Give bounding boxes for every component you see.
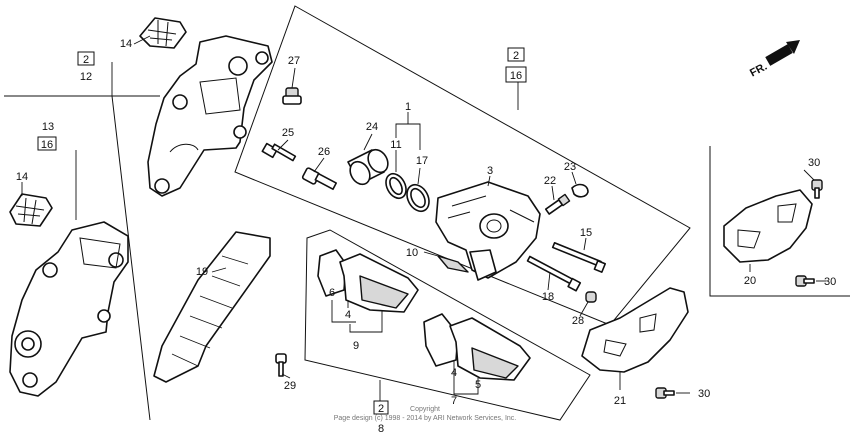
leader-lines bbox=[21, 35, 826, 402]
callout-2-upper-bracket: 2 bbox=[83, 54, 89, 66]
part-18-pad-pin bbox=[526, 255, 582, 292]
callout-22: 22 bbox=[544, 175, 556, 187]
part-13-caliper-bracket-lower bbox=[9, 221, 129, 397]
callout-1: 1 bbox=[405, 101, 411, 113]
callout-30-bottom: 30 bbox=[698, 388, 710, 400]
boxed-callouts: 2 16 2 16 2 bbox=[37, 47, 527, 415]
copyright-notice: Copyright Page design (c) 1998 - 2014 by… bbox=[334, 406, 517, 422]
callout-26: 26 bbox=[318, 146, 330, 158]
copyright-line-1: Copyright bbox=[410, 406, 440, 413]
part-26-pin-bolt bbox=[301, 167, 338, 191]
callout-20: 20 bbox=[744, 275, 756, 287]
callout-14-lower: 14 bbox=[16, 171, 28, 183]
callout-21: 21 bbox=[614, 395, 626, 407]
part-30-bolt-bottom bbox=[655, 387, 675, 399]
callout-16-caliper: 16 bbox=[510, 70, 522, 82]
callout-25: 25 bbox=[282, 127, 294, 139]
part-20-disc-guard bbox=[723, 189, 813, 263]
part-25-pin-bolt bbox=[261, 142, 297, 162]
callout-4-lower: 4 bbox=[451, 367, 457, 379]
callout-28: 28 bbox=[572, 315, 584, 327]
copyright-line-2: Page design (c) 1998 - 2014 by ARI Netwo… bbox=[334, 415, 517, 422]
part-14-pad-spring-lower bbox=[9, 193, 53, 227]
callout-23: 23 bbox=[564, 161, 576, 173]
brake-pad-set-lower bbox=[423, 313, 531, 381]
callout-13: 13 bbox=[42, 121, 54, 133]
callout-2-caliper: 2 bbox=[513, 50, 519, 62]
callout-3: 3 bbox=[487, 165, 493, 177]
part-30-bolt-mid-right bbox=[795, 275, 815, 287]
part-23-bleeder-cap bbox=[571, 183, 589, 198]
callout-30-mid-right: 30 bbox=[824, 276, 836, 288]
callout-30-top-right: 30 bbox=[808, 157, 820, 169]
part-number-callouts: 14 12 13 14 27 25 26 24 1 11 17 3 23 22 … bbox=[16, 38, 836, 435]
callout-15: 15 bbox=[580, 227, 592, 239]
front-direction-arrow: FR. bbox=[748, 40, 800, 80]
callout-8: 8 bbox=[378, 423, 384, 435]
callout-6: 6 bbox=[329, 287, 335, 299]
part-14-pad-spring-top bbox=[139, 17, 187, 49]
callout-18: 18 bbox=[542, 291, 554, 303]
callout-10: 10 bbox=[406, 247, 418, 259]
part-15-pad-pin bbox=[551, 241, 607, 273]
callout-24: 24 bbox=[366, 121, 378, 133]
callout-12: 12 bbox=[80, 71, 92, 83]
part-27-cap bbox=[282, 87, 302, 105]
part-21-disc-guard bbox=[581, 287, 689, 373]
callout-2-pad-set: 2 bbox=[378, 403, 384, 415]
part-30-bolt-top-right bbox=[811, 179, 823, 199]
part-11-piston-seal bbox=[385, 172, 407, 200]
part-12-caliper-bracket-upper bbox=[147, 35, 273, 197]
callout-5: 5 bbox=[475, 379, 481, 391]
callout-27: 27 bbox=[288, 55, 300, 67]
part-17-dust-seal bbox=[406, 183, 430, 213]
callout-19: 19 bbox=[196, 266, 208, 278]
brake-pad-set-upper bbox=[317, 249, 419, 313]
assembly-outlines bbox=[4, 5, 850, 421]
part-29-bolt bbox=[275, 353, 287, 377]
callout-29: 29 bbox=[284, 380, 296, 392]
part-3-caliper-body bbox=[435, 181, 541, 281]
part-10-pad-pin-clip bbox=[437, 255, 469, 273]
part-22-bleeder-screw bbox=[544, 193, 571, 215]
callout-16-lower-bracket: 16 bbox=[41, 139, 53, 151]
callout-11: 11 bbox=[390, 139, 401, 151]
part-19-disc-cover bbox=[153, 231, 271, 383]
callout-7: 7 bbox=[451, 395, 457, 407]
callout-17: 17 bbox=[416, 155, 428, 167]
front-direction-label: FR. bbox=[748, 61, 769, 80]
part-24-piston bbox=[347, 148, 389, 186]
callout-4-upper: 4 bbox=[345, 309, 351, 321]
callout-14-top: 14 bbox=[120, 38, 132, 50]
callout-9: 9 bbox=[353, 340, 359, 352]
part-28-plug bbox=[585, 291, 597, 303]
